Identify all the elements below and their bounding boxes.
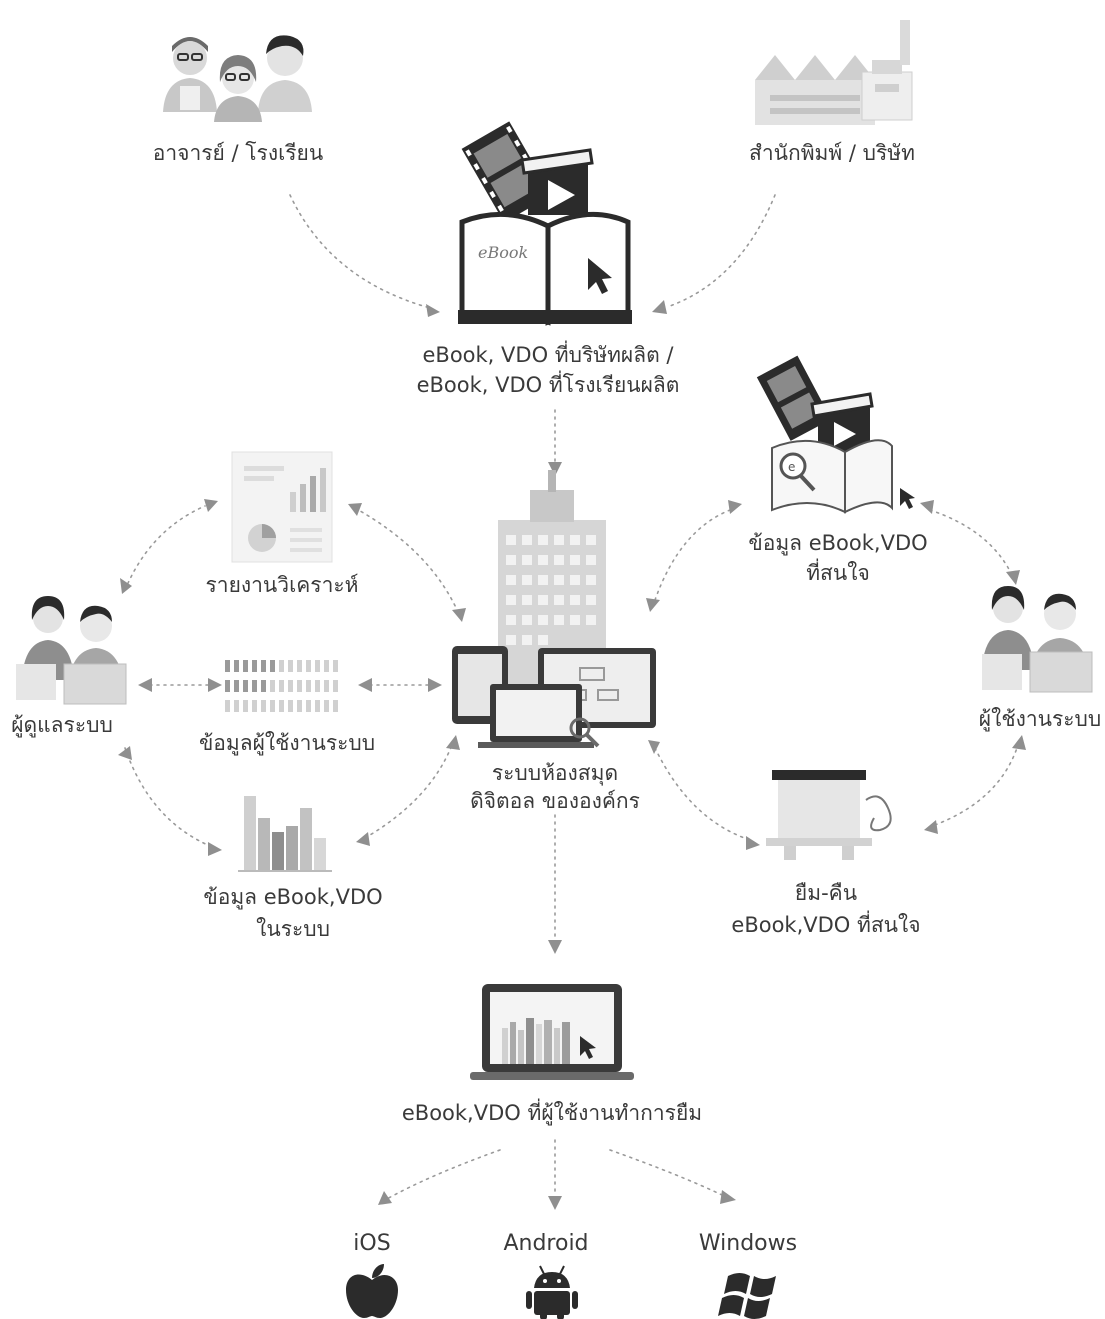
flow-publishers-to-content bbox=[669, 194, 776, 307]
node-library: ระบบห้องสมุด ดิจิตอล ขององค์กร bbox=[452, 470, 656, 813]
report-chart-icon bbox=[231, 451, 333, 563]
label-windows: Windows bbox=[699, 1231, 797, 1256]
label-catalog-line2: ในระบบ bbox=[256, 917, 330, 941]
label-borrowed: eBook,VDO ที่ผู้ใช้งานทำการยืม bbox=[402, 1098, 702, 1126]
android-icon bbox=[526, 1265, 578, 1319]
label-content-line2: eBook, VDO ที่โรงเรียนผลิต bbox=[417, 370, 680, 397]
node-teachers: อาจารย์ / โรงเรียน bbox=[153, 35, 323, 165]
node-users: ผู้ใช้งานระบบ bbox=[979, 586, 1101, 732]
label-user-data: ข้อมูลผู้ใช้งานระบบ bbox=[199, 731, 375, 756]
svg-text:e: e bbox=[788, 460, 795, 474]
flow-library-to-interest bbox=[654, 509, 731, 601]
node-publishers: สำนักพิมพ์ / บริษัท bbox=[749, 20, 915, 165]
flow-report-to-library bbox=[354, 507, 459, 613]
label-publishers: สำนักพิมพ์ / บริษัท bbox=[749, 141, 915, 165]
node-windows: Windows bbox=[699, 1231, 797, 1319]
admin-people-icon bbox=[16, 596, 127, 705]
label-users: ผู้ใช้งานระบบ bbox=[979, 707, 1101, 732]
flow-admin-to-catalog bbox=[124, 747, 211, 847]
people-group-icon bbox=[163, 35, 312, 122]
label-borrow-line1: ยืม-คืน bbox=[795, 881, 857, 905]
users-people-icon bbox=[982, 586, 1093, 693]
ebook-film-icon: eBook bbox=[458, 121, 632, 326]
label-admin: ผู้ดูแลระบบ bbox=[11, 713, 113, 738]
node-admin: ผู้ดูแลระบบ bbox=[11, 596, 127, 738]
label-interest-line2: ที่สนใจ bbox=[806, 558, 870, 585]
label-library-line2: ดิจิตอล ขององค์กร bbox=[470, 789, 640, 813]
factory-icon bbox=[755, 20, 913, 125]
laptop-return-icon bbox=[766, 770, 892, 860]
node-borrowed: eBook,VDO ที่ผู้ใช้งานทำการยืม bbox=[402, 984, 702, 1126]
node-report: รายงานวิเคราะห์ bbox=[206, 451, 359, 597]
node-borrow: ยืม-คืน eBook,VDO ที่สนใจ bbox=[731, 770, 921, 937]
label-android: Android bbox=[503, 1231, 588, 1256]
node-catalog: ข้อมูล eBook,VDO ในระบบ bbox=[203, 796, 383, 941]
people-row-2 bbox=[225, 680, 338, 692]
node-ios: iOS bbox=[346, 1231, 398, 1318]
bar-chart-icon bbox=[238, 796, 332, 872]
flow-library-to-borrow bbox=[654, 747, 751, 841]
flow-admin-to-report bbox=[124, 505, 206, 591]
building-devices-icon bbox=[452, 470, 656, 748]
label-library-line1: ระบบห้องสมุด bbox=[492, 761, 618, 786]
label-interest-line1: ข้อมูล eBook,VDO bbox=[748, 531, 927, 556]
label-borrow-line2: eBook,VDO ที่สนใจ bbox=[731, 910, 920, 937]
laptop-books-icon bbox=[470, 984, 634, 1080]
node-user-data: ข้อมูลผู้ใช้งานระบบ bbox=[199, 660, 375, 756]
flow-interest-to-users bbox=[929, 509, 1013, 576]
apple-icon bbox=[346, 1264, 398, 1318]
label-teachers: อาจารย์ / โรงเรียน bbox=[153, 141, 323, 165]
node-android: Android bbox=[503, 1231, 589, 1319]
label-report: รายงานวิเคราะห์ bbox=[206, 573, 359, 597]
user-stats-icon bbox=[225, 660, 338, 712]
node-content: eBook eBook, VDO ที่บริษัทผลิต / eBook, … bbox=[417, 121, 680, 397]
label-content-line1: eBook, VDO ที่บริษัทผลิต / bbox=[423, 340, 675, 367]
flow-catalog-to-library bbox=[364, 744, 453, 839]
flow-teachers-to-content bbox=[289, 194, 431, 309]
flow-borrow-to-users bbox=[934, 744, 1019, 826]
svg-text:eBook: eBook bbox=[478, 243, 528, 262]
ebook-search-icon: e bbox=[756, 355, 915, 514]
flow-borrowed-to-windows bbox=[609, 1149, 723, 1196]
label-catalog-line1: ข้อมูล eBook,VDO bbox=[203, 885, 382, 910]
flow-borrowed-to-ios bbox=[384, 1149, 501, 1201]
node-interest: e ข้อมูล eBook,VDO ที่สนใจ bbox=[748, 355, 928, 585]
label-ios: iOS bbox=[353, 1231, 390, 1256]
windows-icon bbox=[718, 1273, 776, 1319]
flow-connectors bbox=[118, 194, 1026, 1210]
people-row-3 bbox=[225, 700, 338, 712]
people-row-1 bbox=[225, 660, 338, 672]
